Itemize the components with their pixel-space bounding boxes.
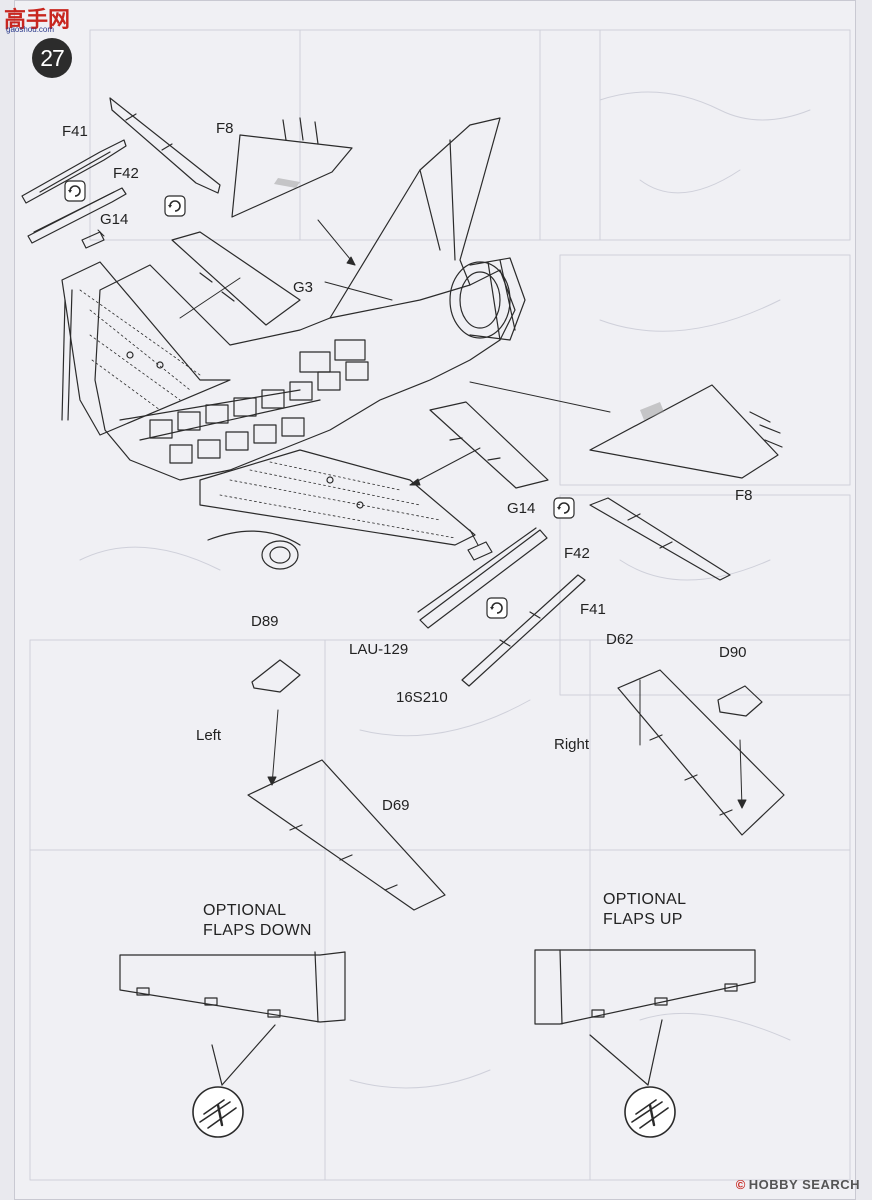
flaps-detail-icon [192,1086,244,1138]
rotate-icon [553,497,575,519]
label-d62: D62 [606,631,634,648]
landing-gear [207,530,301,570]
part-f8-right [589,384,783,479]
rotate-icon [164,195,186,217]
flaps-up-diagram [534,949,756,1086]
wingtip-part-top-left [109,97,221,194]
part-g14-mid [467,541,493,561]
part-f41-mid [461,574,586,687]
part-g14-top [81,231,105,249]
fuselage-main [94,117,526,481]
label-d90: D90 [719,644,747,661]
part-f41-top [21,139,127,204]
label-g3: G3 [293,279,314,296]
part-d69-left-flap [247,759,446,911]
label-f42-top: F42 [113,165,139,182]
rotate-icon [64,180,86,202]
label-g14-mid: G14 [507,500,536,517]
watermark: ©HOBBY SEARCH [735,1177,860,1192]
label-f42-mid: F42 [564,545,590,562]
part-f8-top [231,117,353,218]
label-f41-top: F41 [62,123,88,140]
flap-part-left [171,231,301,326]
label-d89: D89 [251,613,279,630]
label-optional-flaps-down: OPTIONAL FLAPS DOWN [203,902,312,939]
label-f41-mid: F41 [580,601,606,618]
label-lau-129: LAU-129 [349,641,409,658]
ghost-print-through [29,29,851,1181]
part-d90 [717,685,763,717]
label-d69: D69 [382,797,410,814]
rotate-icon [486,597,508,619]
label-optional-flaps-up: OPTIONAL FLAPS UP [603,891,687,928]
label-left: Left [196,727,222,744]
wingtip-part-right [589,497,731,581]
label-f8-right: F8 [735,487,753,504]
part-d62-right-flap [617,669,785,836]
part-f42-mid [417,527,548,629]
left-wing [61,261,231,436]
part-f42-top [27,187,127,244]
fuselage-panels [149,339,369,464]
right-wing [199,449,476,546]
label-g14-top: G14 [100,211,129,228]
assembly-arrows [97,219,747,809]
flaps-down-diagram [119,951,346,1086]
step-number-badge: 27 [32,38,72,78]
label-16s210: 16S210 [396,689,448,706]
label-f8-top: F8 [216,120,234,137]
label-right: Right [554,736,590,753]
flap-part-right-top [429,401,549,489]
part-d89 [251,659,301,693]
flaps-detail-icon [624,1086,676,1138]
